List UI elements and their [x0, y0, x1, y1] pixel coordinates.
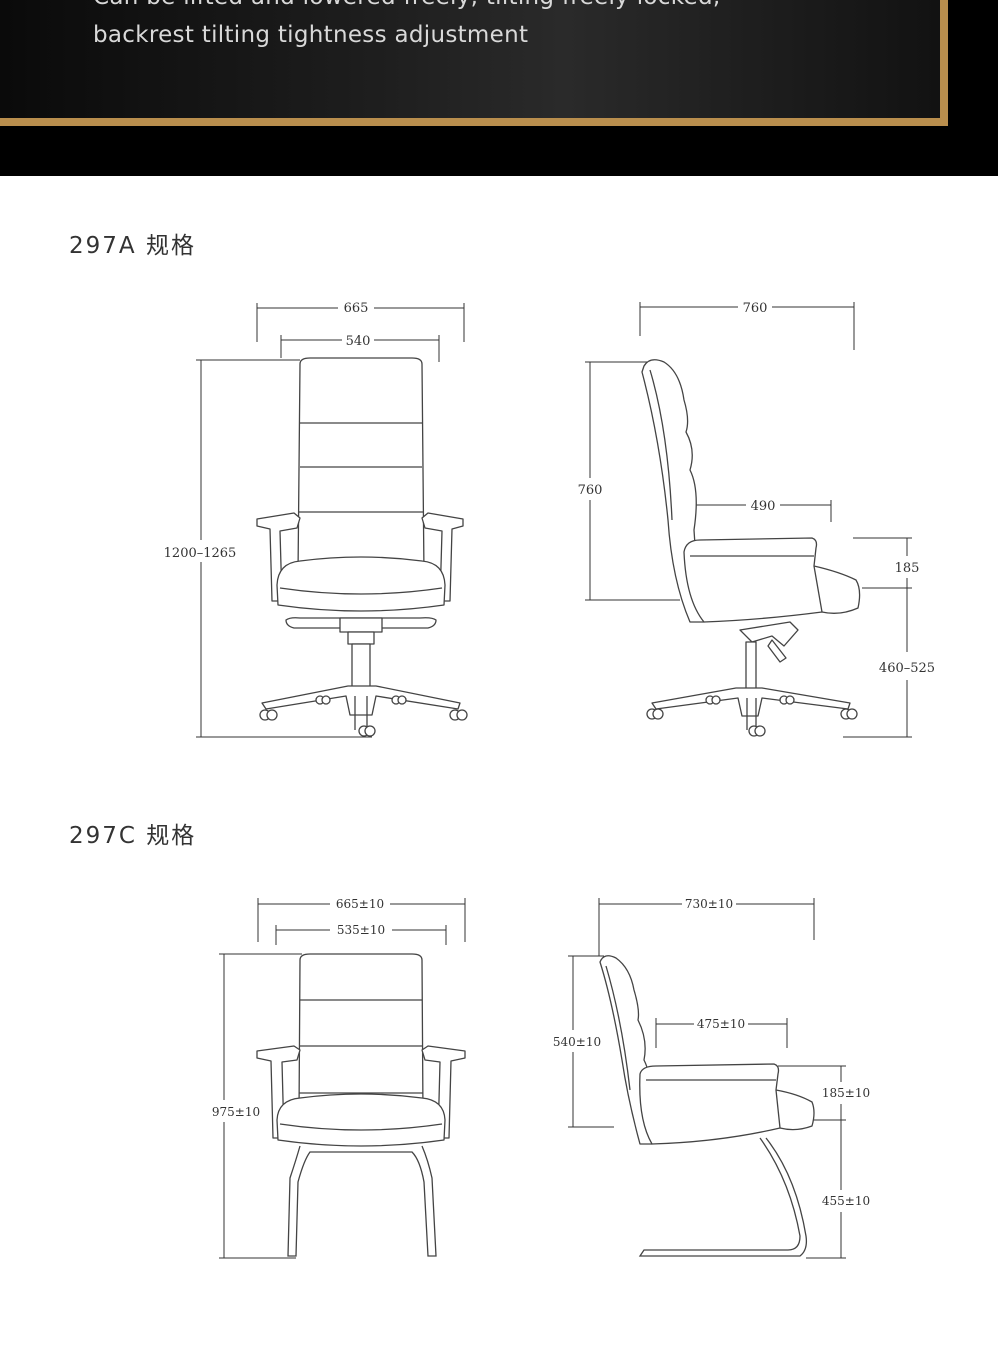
dim-side-seat-depth: 475±10 — [697, 1017, 745, 1031]
section-title-297c: 297C 规格 — [69, 823, 197, 849]
hero-line-2: backrest tilting tightness adjustment — [93, 22, 529, 48]
dim-side-seat-depth: 490 — [751, 499, 776, 514]
side-view-chair-297c — [599, 955, 815, 1257]
dim-side-arm-height: 185 — [895, 561, 920, 576]
hero-banner: Can be lifted and lowered freely, tiltin… — [0, 0, 998, 176]
dim-side-seat-height: 460–525 — [879, 661, 935, 676]
dim-front-outer-width: 665±10 — [336, 897, 384, 911]
front-dimensions-297a: 665 540 1200–1265 — [164, 301, 465, 738]
hero-panel — [0, 0, 948, 126]
dim-side-arm-height: 185±10 — [822, 1086, 870, 1100]
dim-side-seat-height: 455±10 — [822, 1194, 870, 1208]
dim-front-inner-width: 540 — [346, 334, 371, 349]
dim-side-back-height: 760 — [578, 483, 603, 498]
dim-front-height: 1200–1265 — [164, 546, 237, 561]
hero-line-1: Can be lifted and lowered freely, tiltin… — [93, 0, 720, 10]
spec-drawing-297c: 665±10 535±10 975±10 730±10 540 — [212, 897, 870, 1259]
dim-side-depth: 730±10 — [685, 897, 733, 911]
dim-front-inner-width: 535±10 — [337, 923, 385, 937]
dim-front-height: 975±10 — [212, 1105, 260, 1119]
front-dimensions-297c: 665±10 535±10 975±10 — [212, 897, 466, 1259]
dim-side-back-height: 540±10 — [553, 1035, 601, 1049]
dim-side-depth: 760 — [743, 301, 768, 316]
front-view-chair-297c — [256, 953, 466, 1257]
side-dimensions-297c: 730±10 540±10 475±10 185±10 455±10 — [553, 897, 870, 1259]
spec-drawing-297a: 665 540 1200–1265 — [164, 301, 935, 738]
section-title-297a: 297A 规格 — [69, 233, 196, 259]
side-view-chair-297a — [641, 359, 861, 737]
dim-front-outer-width: 665 — [344, 301, 369, 316]
front-view-chair-297a — [256, 357, 468, 737]
